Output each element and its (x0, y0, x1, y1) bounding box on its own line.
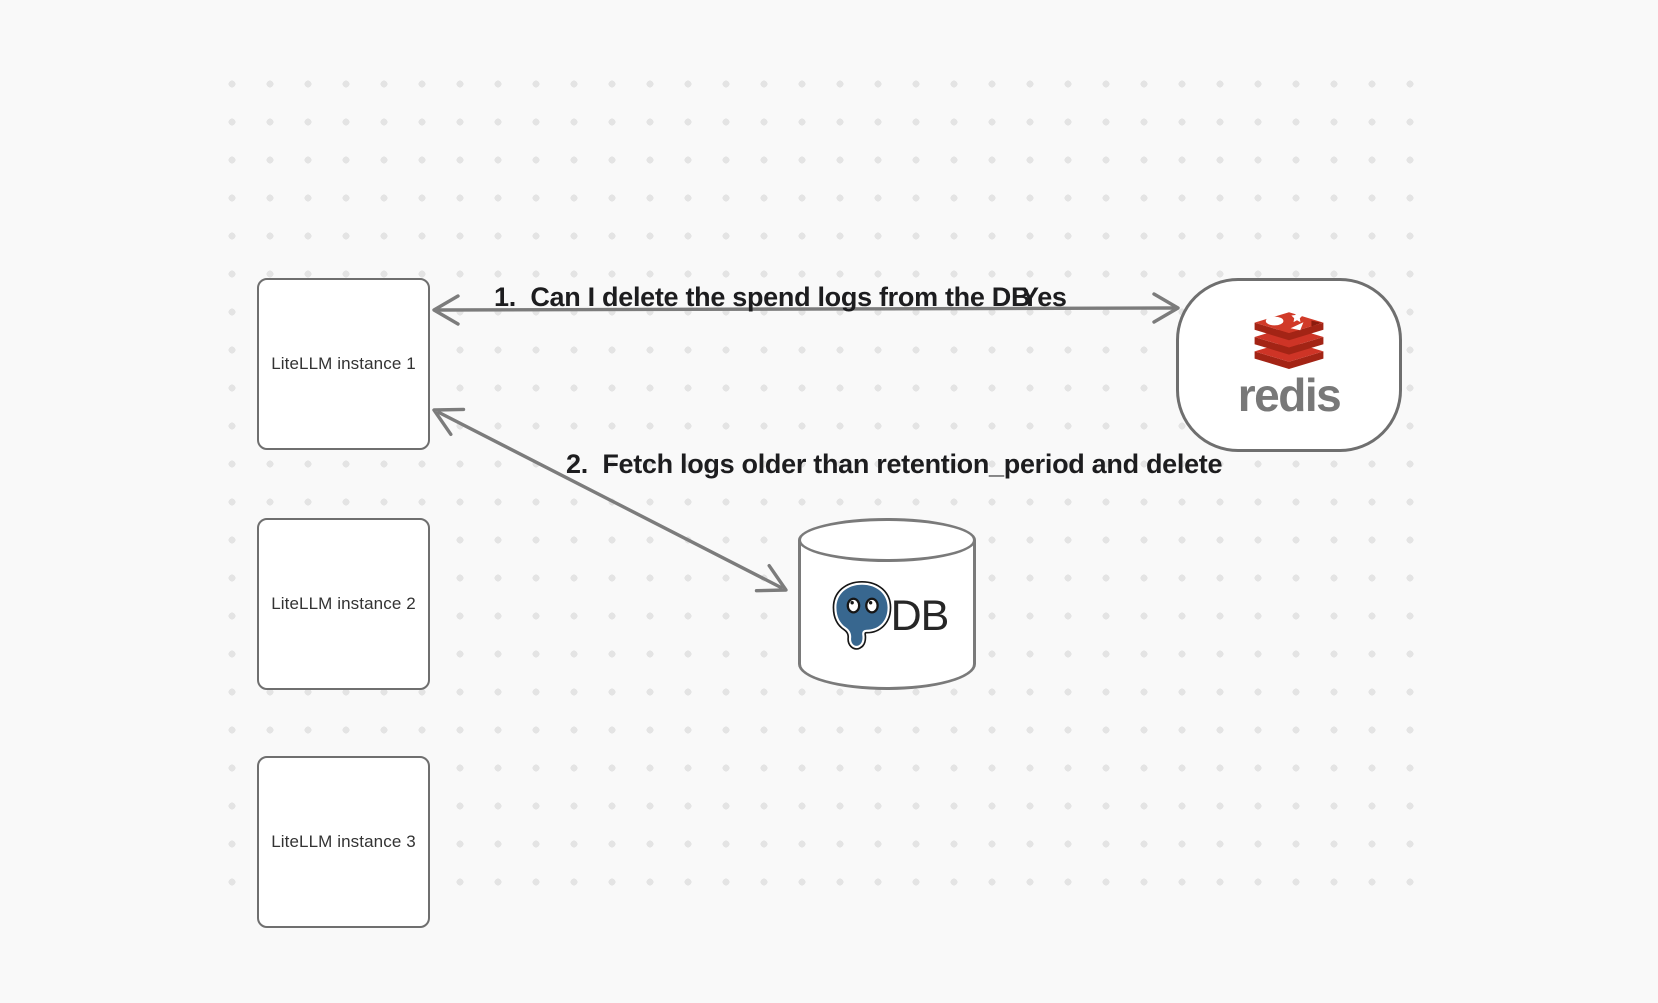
edge-1-answer-label: Yes (1021, 282, 1067, 312)
edge-2-label: 2. Fetch logs older than retention_perio… (566, 449, 1223, 479)
arrow-instance1-db[interactable] (432, 407, 788, 593)
redis-wordmark: redis (1237, 369, 1342, 421)
postgres-elephant-icon (832, 580, 891, 650)
litellm-instance-1-label: LiteLLM instance 1 (271, 354, 416, 373)
litellm-instance-3-label: LiteLLM instance 3 (271, 832, 416, 851)
edge-1-question-label: 1. Can I delete the spend logs from the … (494, 282, 1031, 312)
litellm-instance-2-label: LiteLLM instance 2 (271, 594, 416, 613)
redis-node[interactable]: redis (1176, 278, 1402, 452)
litellm-instance-1-node[interactable]: LiteLLM instance 1 (257, 278, 430, 450)
postgres-db-node[interactable] (798, 518, 976, 562)
db-label: DB (890, 591, 950, 640)
litellm-instance-3-node[interactable]: LiteLLM instance 3 (257, 756, 430, 928)
postgres-db-content: DB (798, 568, 976, 664)
litellm-instance-2-node[interactable]: LiteLLM instance 2 (257, 518, 430, 690)
redis-logo-icon (1254, 312, 1324, 369)
arrow-instance1-redis[interactable] (432, 292, 1180, 326)
